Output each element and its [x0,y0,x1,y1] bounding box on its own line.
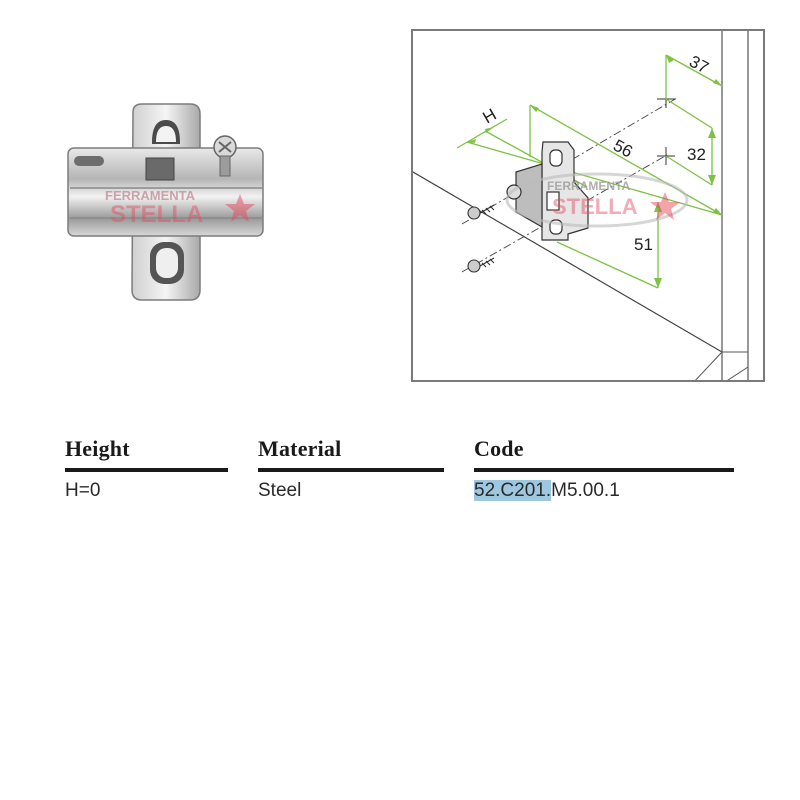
header-rule [258,468,444,472]
watermark-text-line1: FERRAMENTA [105,188,196,203]
star-icon [650,192,680,220]
header-rule [65,468,228,472]
dimension-51: 51 [634,235,653,254]
watermark-text-line2: STELLA [110,201,203,228]
dimension-drawing: 37 32 56 51 H FERRAMENTA STELLA [413,31,749,380]
code-selected-text[interactable]: 52.C201. [474,480,552,501]
height-column: Height H=0 [65,434,228,504]
product-photo: FERRAMENTA STELLA [60,90,275,310]
material-column: Material Steel [258,434,444,504]
header-rule [474,468,734,472]
watermark-text-line2: STELLA [552,194,638,219]
code-rest-text[interactable]: M5.00.1 [551,480,620,501]
star-icon [225,194,255,222]
installation-diagram: 37 32 56 51 H FERRAMENTA STELLA [411,29,765,382]
mounting-plate-image: FERRAMENTA STELLA [67,103,264,301]
height-header: Height [65,436,130,461]
dimension-32: 32 [687,145,706,164]
code-header: Code [474,436,524,461]
code-column: Code 52.C201.M5.00.1 [474,434,734,504]
material-value: Steel [258,480,302,501]
material-header: Material [258,436,342,461]
dimension-56: 56 [610,136,636,162]
height-value: H=0 [65,480,101,501]
dimension-h: H [480,105,500,128]
dimension-37: 37 [686,52,712,78]
code-value[interactable]: 52.C201.M5.00.1 [474,478,734,504]
watermark-text-line1: FERRAMENTA [547,179,630,193]
